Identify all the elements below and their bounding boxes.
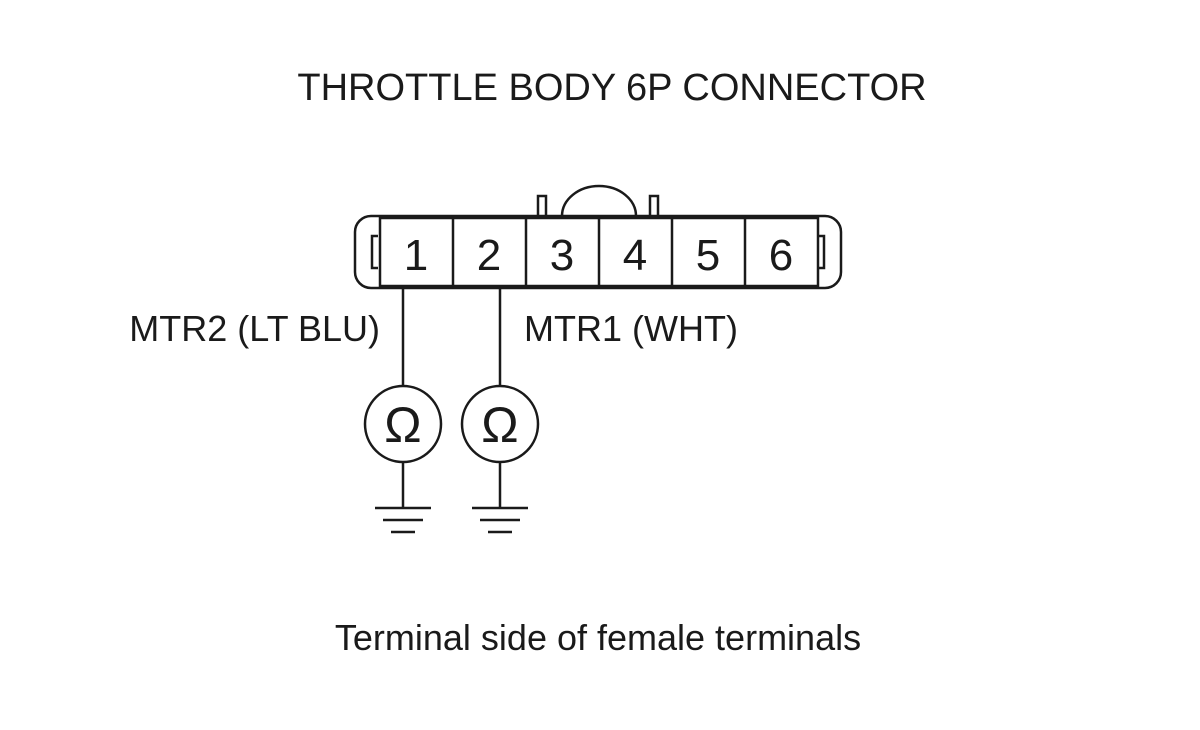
ground-icon xyxy=(472,506,528,534)
diagram-caption: Terminal side of female terminals xyxy=(335,617,861,658)
ohmmeter-symbol: Ω xyxy=(481,397,518,453)
diagram-title: THROTTLE BODY 6P CONNECTOR xyxy=(297,67,926,109)
connector-housing xyxy=(353,214,843,290)
ohmmeter-symbol: Ω xyxy=(384,397,421,453)
terminal-5-label: 5 xyxy=(696,231,720,280)
wire-label-mtr2: MTR2 (LT BLU) xyxy=(129,308,380,349)
terminal-4-label: 4 xyxy=(623,231,647,280)
terminal-labels: 1 2 3 4 5 6 xyxy=(404,231,793,280)
probe-lead-mtr1: Ω xyxy=(460,288,540,534)
terminal-6-label: 6 xyxy=(769,231,793,280)
terminal-3-label: 3 xyxy=(550,231,574,280)
terminal-2-label: 2 xyxy=(477,231,501,280)
wire-label-mtr1: MTR1 (WHT) xyxy=(524,308,738,349)
ground-icon xyxy=(375,506,431,534)
connector-latch xyxy=(536,184,660,217)
terminal-1-label: 1 xyxy=(404,231,428,280)
probe-lead-mtr2: Ω xyxy=(363,288,443,534)
